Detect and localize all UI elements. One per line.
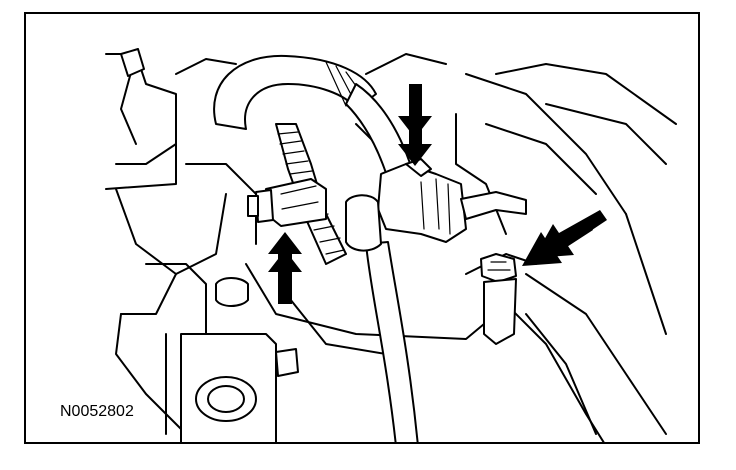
arrow-diagonal-bolt [522, 210, 607, 266]
electrical-connector [345, 158, 527, 252]
arrow-down-connector [398, 84, 432, 166]
sensor-assembly [247, 178, 327, 227]
diagram-frame: N0052802 [24, 12, 700, 444]
lower-bracket [120, 48, 299, 442]
engine-block [105, 53, 677, 442]
arrow-up-sensor [268, 232, 302, 304]
upper-hose [213, 54, 417, 190]
figure-reference-id: N0052802 [58, 403, 136, 421]
lower-hose [365, 241, 419, 442]
mounting-bolt [480, 253, 517, 345]
engine-illustration [105, 48, 677, 442]
